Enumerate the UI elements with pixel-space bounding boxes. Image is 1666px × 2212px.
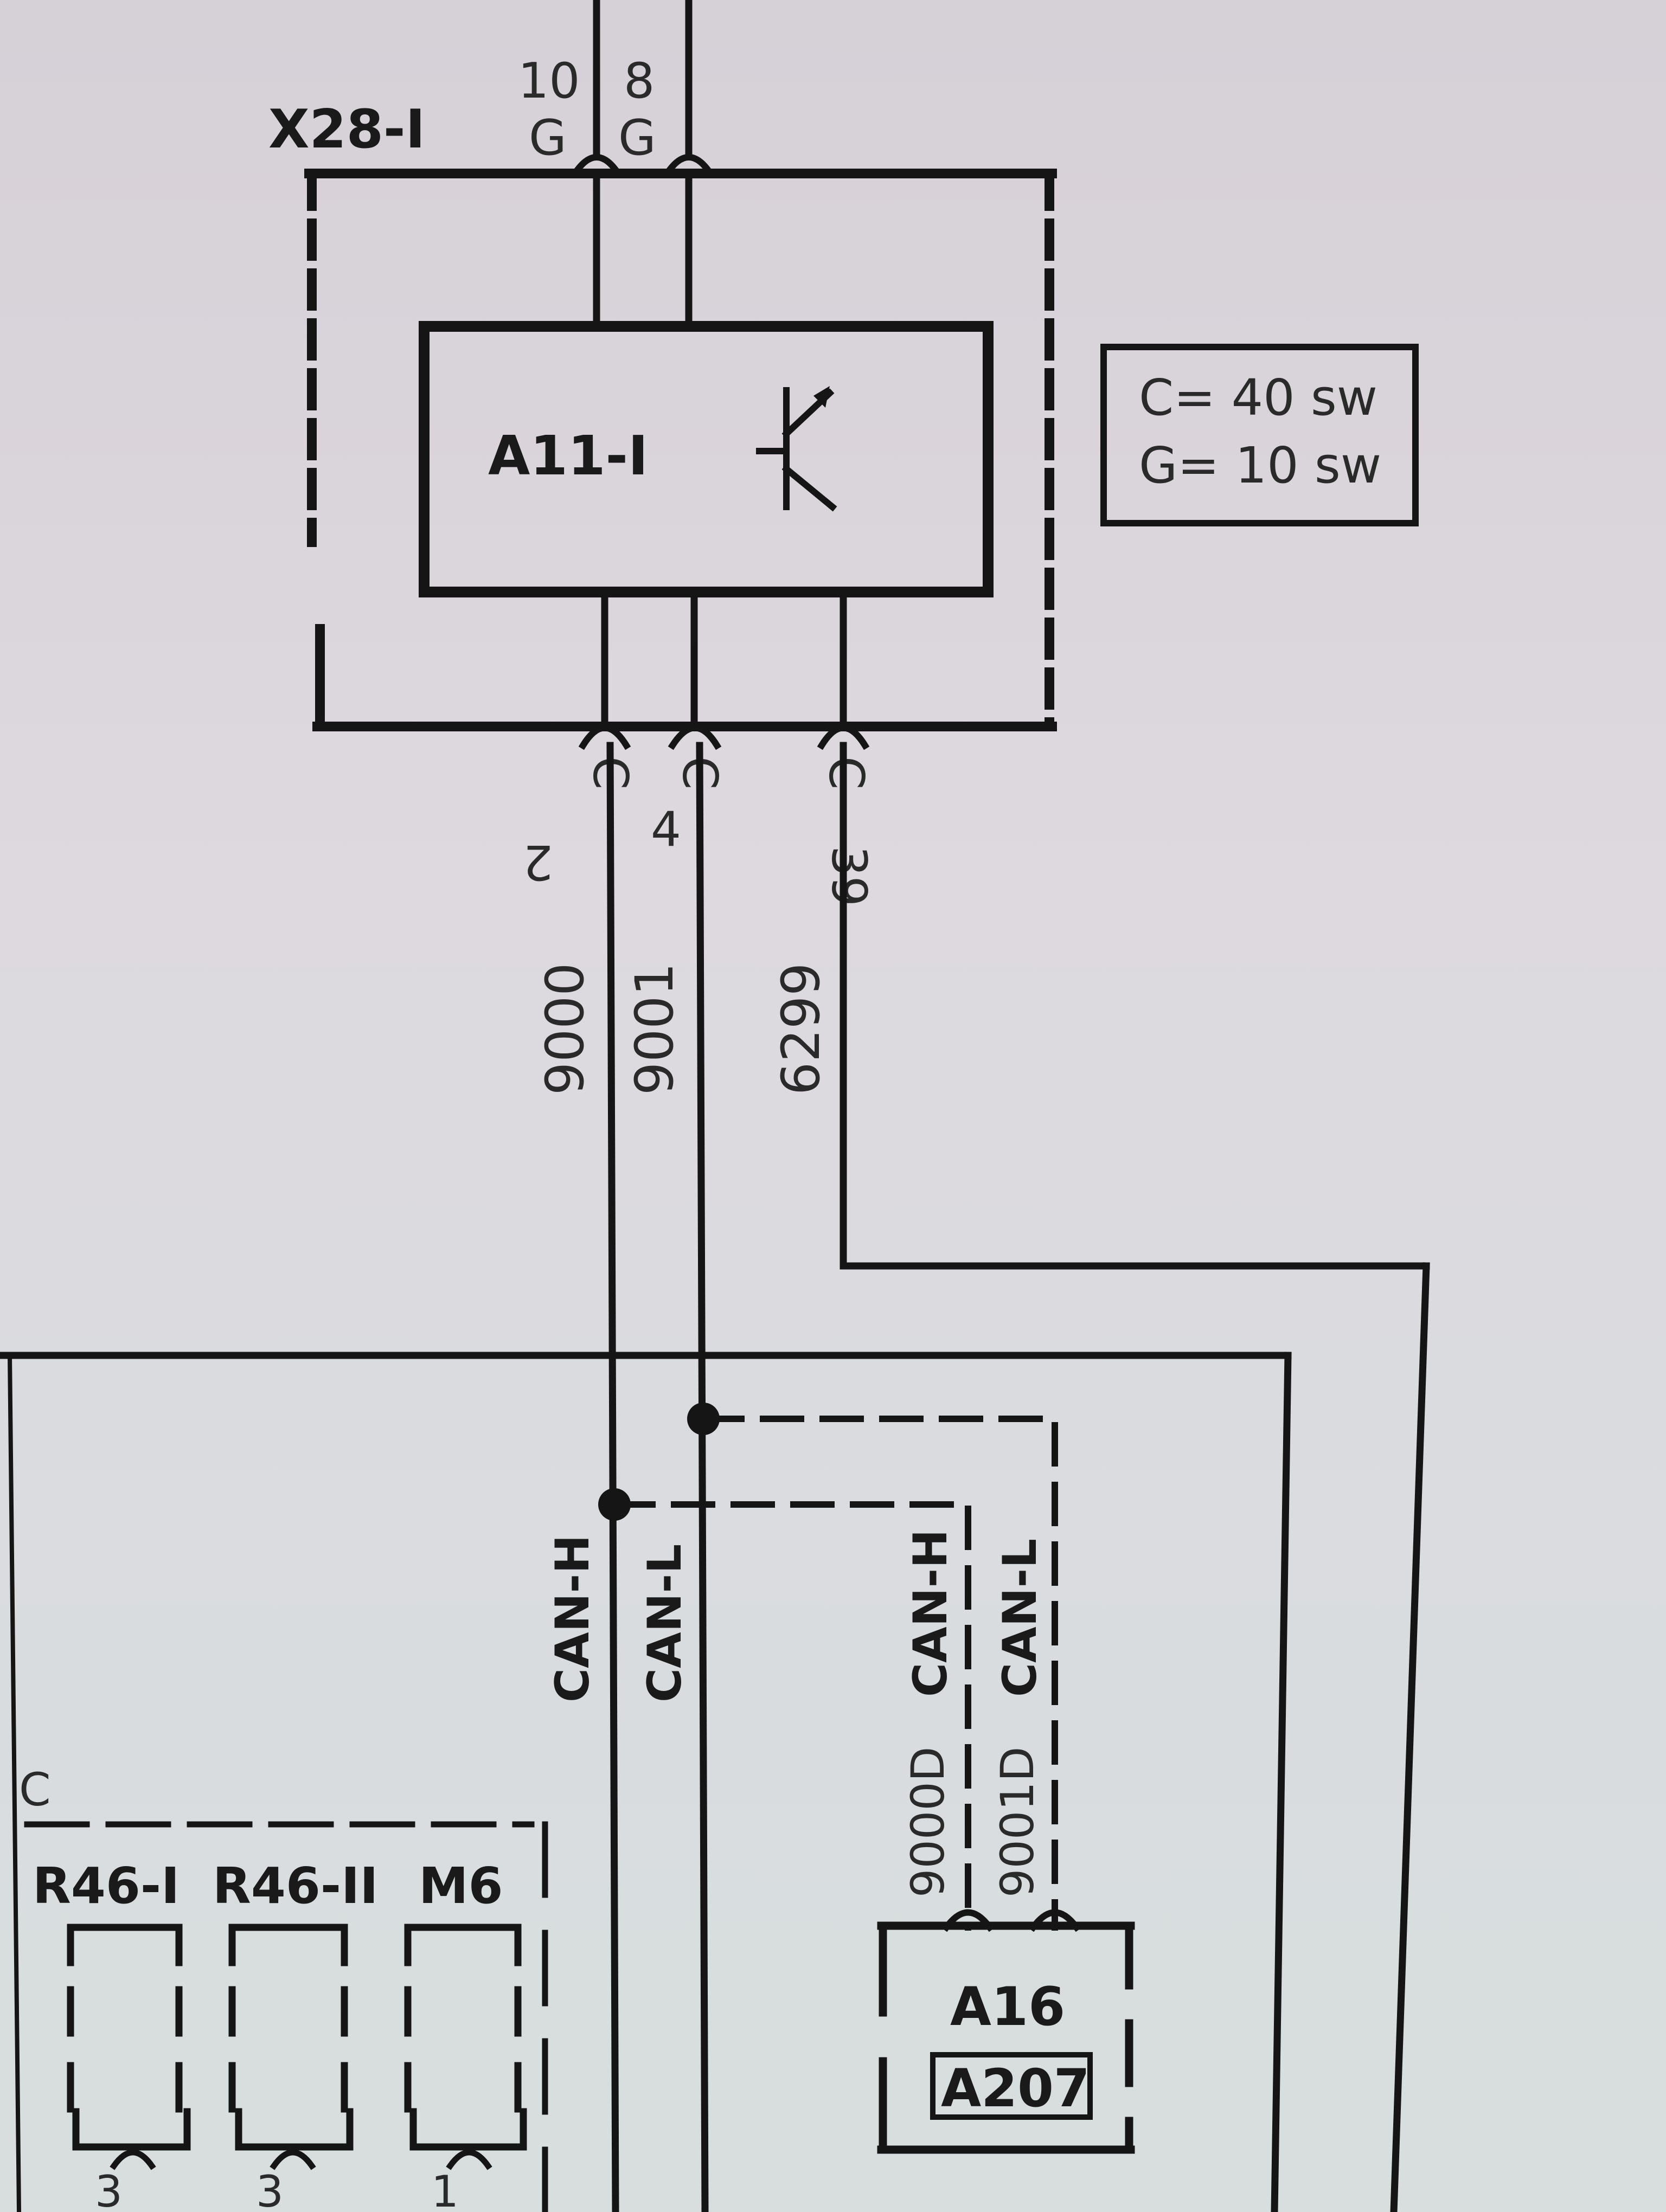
module-a11-label: A11-I [488,424,648,487]
transistor-icon [756,386,837,512]
a207-label: A207 [941,2058,1090,2119]
connector-plug-icon [817,724,870,750]
can-l-label: CAN-L [993,1539,1047,1697]
can-h-label: CAN-H [904,1529,958,1697]
a16-label: A16 [950,1976,1065,2038]
connector-plug-icon [446,2149,492,2170]
wire-number: 9001 [624,963,685,1095]
pin-number: 8 [624,53,655,110]
component-label: R46-I [33,1857,180,1915]
component-a16: A16 A207 [877,1909,1135,2154]
component-pin: 3 [256,2166,284,2212]
wire-number: 9001D [991,1747,1044,1898]
left-components: C R46-I R46-II M6 3 3 1 [19,1763,548,2212]
connector-x28: X28-I 10 G 8 G [268,0,715,178]
pin-code: G [529,110,567,166]
a11-housing [304,169,1057,731]
pin-number: 4 [651,801,681,857]
connector-plug-icon [570,154,623,178]
wire-number: 9000 [535,963,595,1095]
pin-number: 39 [821,846,877,906]
legend-line-1: C= 40 sw [1139,369,1377,427]
wire-number: 9000D [901,1747,954,1898]
module-a11: A11-I [419,321,994,597]
can-h-label: CAN-H [546,1535,600,1702]
connector-plug-icon [578,724,631,750]
connector-plug-icon [270,2149,316,2170]
connector-plug-icon [662,154,715,178]
connector-plug-icon [668,724,722,750]
connector-x28-label: X28-I [268,99,425,160]
connector-plug-icon [110,2149,156,2170]
component-label: R46-II [213,1857,379,1915]
pin-number: 10 [518,53,580,110]
pin-code: G [618,110,656,166]
component-pin: 1 [431,2166,459,2212]
wire-number: 6299 [771,963,831,1095]
legend-line-2: G= 10 sw [1139,436,1381,494]
pin-number: 2 [523,834,553,890]
legend-box: C= 40 sw G= 10 sw [1100,344,1419,526]
can-l-label: CAN-L [638,1544,692,1702]
component-label: M6 [419,1857,503,1915]
group-marker: C [19,1763,51,1816]
component-pin: 3 [95,2166,123,2212]
